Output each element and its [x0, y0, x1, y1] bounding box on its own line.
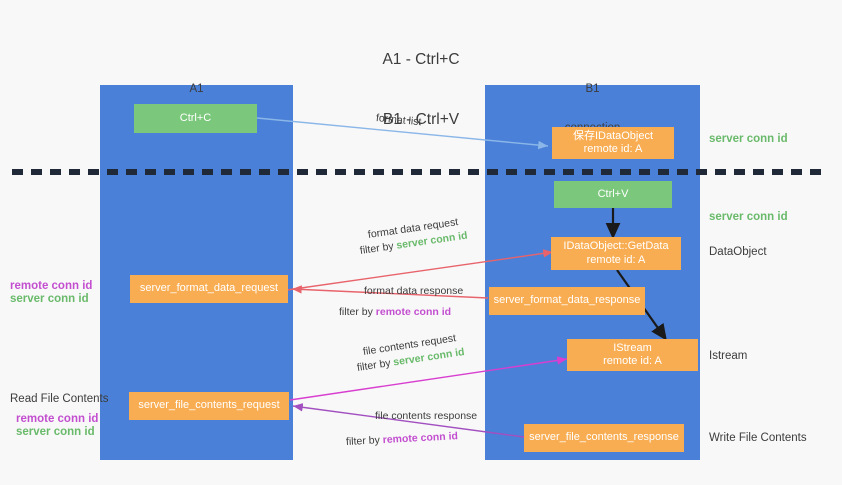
page-title: A1 - Ctrl+C B1 - Ctrl+V — [0, 10, 842, 170]
box-server-format-data-response-label: server_format_data_response — [493, 294, 641, 307]
box-save-idataobject-line2: remote id: A — [583, 143, 643, 155]
box-ctrl-c[interactable]: Ctrl+C — [134, 104, 257, 133]
edge-label-file-contents-response-filter-value: remote conn id — [382, 430, 459, 447]
edge-label-format-data-response-filter-value: remote conn id — [375, 306, 452, 318]
box-istream[interactable]: IStream remote id: A — [567, 339, 698, 371]
box-server-file-contents-request-label: server_file_contents_request — [138, 399, 280, 412]
edge-label-file-contents-request-filter-prefix: filter by — [356, 356, 395, 374]
title-line-1: A1 - Ctrl+C — [382, 51, 460, 68]
label-dataobject: DataObject — [709, 246, 767, 258]
box-save-idataobject-line1: 保存IDataObject — [572, 129, 654, 142]
box-save-idataobject[interactable]: 保存IDataObject remote id: A — [552, 127, 674, 159]
edge-label-format-data-response-filter-prefix: filter by — [339, 306, 376, 318]
box-ctrl-v[interactable]: Ctrl+V — [554, 181, 672, 208]
column-header-b1-name: B1 — [585, 83, 600, 95]
label-istream: Istream — [709, 350, 748, 362]
label-write-file-contents: Write File Contents — [709, 432, 807, 444]
box-istream-line1: IStream — [613, 341, 652, 354]
label-file-remote-conn-id: remote conn id — [16, 413, 99, 425]
label-file-server-conn-id: server conn id — [16, 426, 95, 438]
box-idataobject-getdata[interactable]: IDataObject::GetData remote id: A — [551, 237, 681, 270]
label-format-server-conn-id: server conn id — [10, 293, 89, 305]
box-server-format-data-request-label: server_format_data_request — [139, 282, 279, 295]
box-getdata-line2: remote id: A — [586, 253, 646, 266]
edge-label-format-data-request-filter-prefix: filter by — [359, 239, 398, 257]
edge-label-format-data-response-text: format data response — [364, 285, 464, 297]
edge-label-format-data-response-filter: filter by remote conn id — [339, 305, 451, 319]
box-getdata-line1: IDataObject::GetData — [563, 240, 669, 252]
box-server-file-contents-request[interactable]: server_file_contents_request — [129, 392, 289, 420]
box-server-file-contents-response[interactable]: server_file_contents_response — [524, 424, 684, 452]
label-server-conn-id-mid: server conn id — [709, 211, 788, 223]
edge-label-format-data-response: format data response — [364, 284, 463, 298]
box-istream-line2: remote id: A — [603, 355, 662, 367]
edge-label-file-contents-response-text: file contents response — [375, 410, 478, 422]
box-ctrl-c-label: Ctrl+C — [179, 111, 212, 124]
box-ctrl-v-label: Ctrl+V — [597, 187, 629, 200]
label-server-conn-id-top: server conn id — [709, 133, 788, 145]
column-header-a1-name: A1 — [189, 83, 204, 95]
edge-label-file-contents-response-filter-prefix: filter by — [345, 434, 384, 448]
edge-label-file-contents-response-filter: filter by remote conn id — [346, 429, 459, 449]
title-line-2: B1 - Ctrl+V — [382, 111, 460, 128]
box-server-format-data-request[interactable]: server_format_data_request — [130, 275, 288, 303]
label-format-remote-conn-id: remote conn id — [10, 280, 93, 292]
edge-label-file-contents-response: file contents response — [375, 409, 477, 423]
label-read-file-contents: Read File Contents — [10, 393, 109, 405]
box-server-file-contents-response-label: server_file_contents_response — [529, 431, 679, 444]
box-server-format-data-response[interactable]: server_format_data_response — [489, 287, 645, 315]
